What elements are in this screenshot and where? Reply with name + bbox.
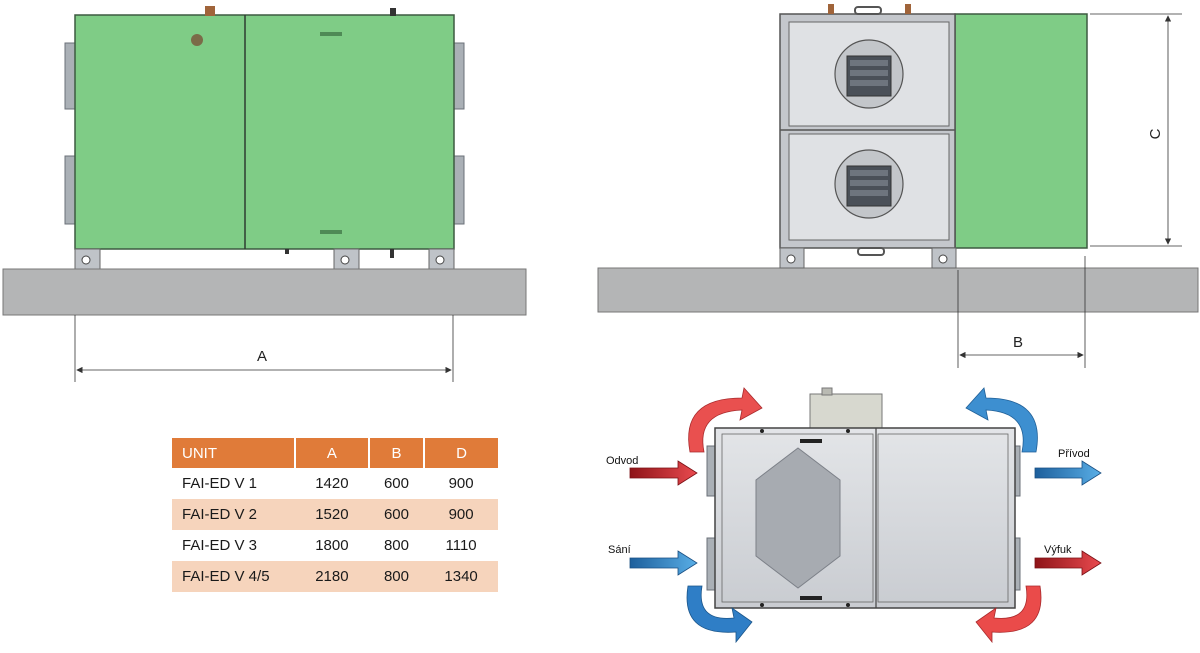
table-row: FAI-ED V 3 1800 800 1110 bbox=[172, 530, 498, 561]
foot-hole bbox=[938, 254, 948, 264]
table-row: FAI-ED V 4/5 2180 800 1340 bbox=[172, 561, 498, 592]
right-panel bbox=[877, 433, 1009, 603]
table-row: FAI-ED V 1 1420 600 900 bbox=[172, 468, 498, 499]
odvod-label: Odvod bbox=[606, 455, 638, 467]
side-view: C B bbox=[597, 4, 1199, 368]
screw bbox=[846, 603, 850, 607]
odvod-arrow bbox=[629, 460, 698, 486]
a-cell: 2180 bbox=[295, 561, 369, 592]
unit-cell: FAI-ED V 3 bbox=[172, 530, 295, 561]
bottom-handle bbox=[857, 247, 885, 256]
curved-arrow-exhaust-in bbox=[688, 387, 763, 453]
foot-hole bbox=[340, 255, 350, 265]
fan-blade bbox=[850, 80, 888, 86]
fan-blade bbox=[850, 180, 888, 186]
top-fitting bbox=[828, 4, 834, 14]
screw bbox=[760, 603, 764, 607]
a-cell: 1520 bbox=[295, 499, 369, 530]
front-view: A bbox=[2, 6, 527, 382]
unit-cell: FAI-ED V 2 bbox=[172, 499, 295, 530]
d-cell: 1340 bbox=[424, 561, 498, 592]
control-box bbox=[809, 393, 883, 429]
screw bbox=[191, 34, 203, 46]
top-handle bbox=[854, 6, 882, 15]
dimension-a-label: A bbox=[257, 348, 267, 365]
sani-arrow bbox=[629, 550, 698, 576]
sani-label: Sání bbox=[608, 544, 631, 556]
b-cell: 600 bbox=[368, 468, 425, 499]
unit-cell: FAI-ED V 1 bbox=[172, 468, 295, 499]
drain-plug bbox=[285, 249, 289, 254]
fan-blade bbox=[850, 70, 888, 76]
b-cell: 800 bbox=[368, 530, 425, 561]
unit-body bbox=[74, 14, 455, 250]
table-header-row: UNIT A B D bbox=[172, 438, 498, 468]
a-cell: 1800 bbox=[295, 530, 369, 561]
handle bbox=[800, 439, 822, 443]
unit-body-side bbox=[954, 13, 1088, 249]
top-view: Odvod Přívod Sání Výfuk bbox=[606, 387, 1102, 644]
floor-slab bbox=[2, 268, 527, 316]
screw bbox=[760, 429, 764, 433]
fan-blade bbox=[850, 170, 888, 176]
column-header-a: A bbox=[294, 438, 369, 468]
curved-arrow-intake-in bbox=[686, 585, 753, 644]
b-cell: 800 bbox=[368, 561, 425, 592]
a-cell: 1420 bbox=[295, 468, 369, 499]
foot-hole bbox=[81, 255, 91, 265]
curved-arrow-supply-out bbox=[965, 387, 1038, 453]
vyfuk-arrow bbox=[1034, 550, 1102, 576]
fan-blade bbox=[850, 60, 888, 66]
foot-hole bbox=[786, 254, 796, 264]
column-header-unit: UNIT bbox=[172, 438, 295, 468]
control-box-gland bbox=[821, 387, 833, 396]
drain-plug bbox=[390, 249, 394, 258]
heat-exchanger bbox=[755, 447, 841, 589]
screw bbox=[846, 429, 850, 433]
dimension-c-label: C bbox=[1147, 128, 1164, 139]
d-cell: 1110 bbox=[424, 530, 498, 561]
b-cell: 600 bbox=[368, 499, 425, 530]
left-panel bbox=[721, 433, 874, 603]
d-cell: 900 bbox=[424, 468, 498, 499]
column-header-d: D bbox=[423, 438, 498, 468]
curved-arrow-exhaust-out bbox=[975, 585, 1042, 644]
table-row: FAI-ED V 2 1520 600 900 bbox=[172, 499, 498, 530]
top-fitting bbox=[205, 6, 215, 16]
fan-blade bbox=[850, 190, 888, 196]
d-cell: 900 bbox=[424, 499, 498, 530]
privod-arrow bbox=[1034, 460, 1102, 486]
dimension-b-label: B bbox=[1013, 334, 1023, 351]
top-fitting bbox=[390, 8, 396, 16]
handle bbox=[320, 32, 342, 36]
foot-hole bbox=[435, 255, 445, 265]
column-header-b: B bbox=[367, 438, 425, 468]
handle bbox=[320, 230, 342, 234]
vyfuk-label: Výfuk bbox=[1044, 544, 1072, 556]
dimension-table: UNIT A B D FAI-ED V 1 1420 600 900 FAI-E… bbox=[172, 438, 498, 592]
unit-cell: FAI-ED V 4/5 bbox=[172, 561, 295, 592]
floor-slab bbox=[597, 267, 1199, 313]
handle bbox=[800, 596, 822, 600]
privod-label: Přívod bbox=[1058, 448, 1090, 460]
top-fitting bbox=[905, 4, 911, 14]
